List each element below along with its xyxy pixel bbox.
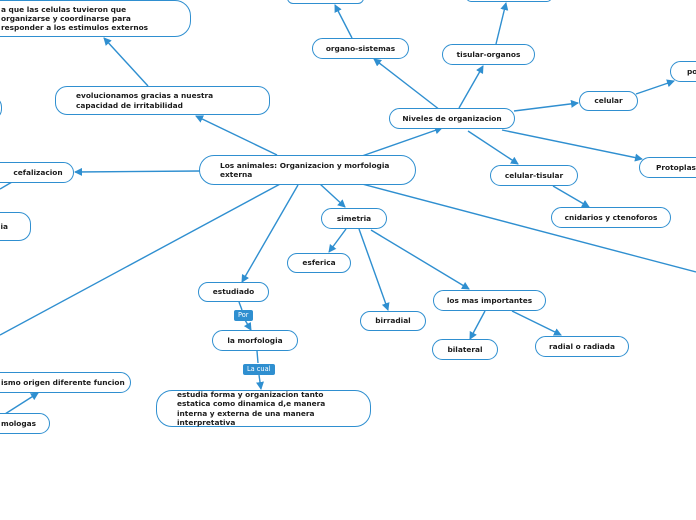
edge-root-simetria [319,183,346,208]
edge-tisular-top [495,2,509,45]
edge-simetria-birradial [358,228,390,311]
node-organo-sistemas[interactable]: organo-sistemas [312,38,409,59]
edge-celtisular-cnidarios [552,185,590,208]
edge-niveles-celular [513,99,579,112]
edge-lacual-estudia [256,374,264,390]
node-ia[interactable]: ia [0,212,31,241]
edge-por-morfologia [243,319,252,331]
edge-simetria-losmas [370,229,470,290]
edge-organo-top [334,4,353,39]
edge-estudiado-por [238,301,243,311]
edge-root-right [361,183,696,273]
node-birradial[interactable]: birradial [360,311,426,331]
node-po[interactable]: po [670,61,696,82]
node-celulas-organizarse[interactable]: a que las celulas tuvieron que organizar… [0,0,191,37]
edge-root-niveles [361,126,443,157]
edge-cefalizacion-ia [0,181,13,190]
edge-simetria-esferica [328,228,347,253]
edge-niveles-organo [373,58,441,111]
node-tisular-organos[interactable]: tisular-organos [442,44,535,65]
edge-evolucionamos-celulas [103,37,149,87]
node-root-animales[interactable]: Los animales: Organizacion y morfologia … [199,155,416,185]
node-celular-tisular[interactable]: celular-tisular [490,165,578,186]
node-la-morfologia[interactable]: la morfologia [212,330,298,351]
edge-niveles-celtisular [467,130,519,165]
node-homologas[interactable]: mologas [0,413,50,434]
node-bilateral[interactable]: bilateral [432,339,498,360]
node-estudiado[interactable]: estudiado [198,282,269,302]
edge-morfologia-lacual [256,350,259,364]
edge-niveles-protoplasm [501,129,643,162]
node-los-mas-importantes[interactable]: los mas importantes [433,290,546,311]
edge-root-estudiado [241,184,299,283]
edge-root-cefalizacion [74,167,201,176]
node-protoplasm[interactable]: Protoplasm [639,157,696,178]
edge-losmas-radial [511,310,562,336]
node-esferica[interactable]: esferica [287,253,351,273]
edge-losmas-bilateral [469,310,486,340]
edge-celular-po [635,79,675,95]
node-top-left-partial[interactable] [287,0,364,4]
node-celular[interactable]: celular [579,91,638,111]
node-evolucionamos[interactable]: evolucionamos gracias a nuestra capacida… [55,86,270,115]
edge-root-left [0,182,283,336]
node-niveles-organizacion[interactable]: Niveles de organizacion [389,108,515,129]
node-cefalizacion[interactable]: cefalizacion [0,162,74,183]
edge-niveles-tisular [458,65,484,109]
node-top-right-partial[interactable] [466,0,552,2]
node-estudia-forma[interactable]: estudia forma y organizacion tanto estat… [156,390,371,427]
node-mismo-origen[interactable]: ismo origen diferente funcion [0,372,131,393]
edge-homologas-mismo [4,392,39,415]
node-cnidarios[interactable]: cnidarios y ctenoforos [551,207,671,228]
label-por: Por [234,310,253,321]
node-simetria[interactable]: simetria [321,208,387,229]
edge-root-evolucionamos [195,115,278,156]
label-la-cual: La cual [243,364,275,375]
node-radial-o-radiada[interactable]: radial o radiada [535,336,629,357]
